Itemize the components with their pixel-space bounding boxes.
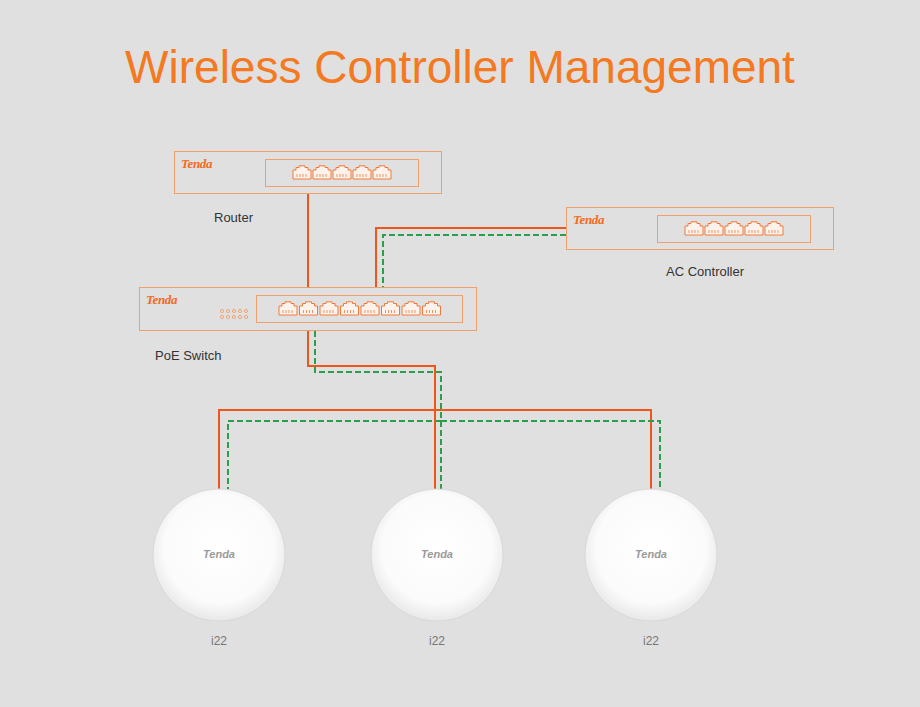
ethernet-wire bbox=[376, 228, 566, 287]
management-wire bbox=[228, 331, 441, 490]
ethernet-wire bbox=[308, 331, 651, 489]
network-link bbox=[308, 331, 441, 489]
ethernet-wire bbox=[308, 331, 435, 489]
management-wire bbox=[315, 331, 441, 489]
ethernet-wire bbox=[219, 331, 435, 489]
management-wire bbox=[315, 331, 660, 490]
network-link bbox=[219, 331, 441, 490]
device-label: PoE Switch bbox=[155, 348, 221, 363]
network-link bbox=[308, 194, 309, 287]
network-link bbox=[376, 228, 566, 287]
brand-logo: Tenda bbox=[584, 548, 718, 560]
ethernet-wire bbox=[307, 194, 309, 287]
controller-box: TendaAC Controller bbox=[566, 207, 834, 250]
network-link bbox=[308, 331, 660, 490]
port-panel bbox=[266, 160, 419, 187]
brand-logo: Tenda bbox=[152, 548, 286, 560]
device-label: AC Controller bbox=[666, 264, 744, 279]
access-point: Tendai22 bbox=[584, 488, 718, 622]
brand-logo: Tenda bbox=[181, 156, 212, 172]
device-label: i22 bbox=[370, 634, 504, 648]
port-panel bbox=[257, 296, 463, 323]
switch-box: TendaPoE Switch bbox=[139, 287, 477, 331]
management-wire bbox=[383, 235, 566, 287]
device-label: i22 bbox=[584, 634, 718, 648]
diagram-title: Wireless Controller Management bbox=[0, 40, 920, 94]
device-label: i22 bbox=[152, 634, 286, 648]
brand-logo: Tenda bbox=[370, 548, 504, 560]
device-label: Router bbox=[214, 210, 253, 225]
status-leds bbox=[220, 309, 247, 318]
brand-logo: Tenda bbox=[146, 292, 177, 308]
access-point: Tendai22 bbox=[152, 488, 286, 622]
router-box: TendaRouter bbox=[174, 151, 442, 194]
access-point: Tendai22 bbox=[370, 488, 504, 622]
port-panel bbox=[658, 216, 811, 243]
brand-logo: Tenda bbox=[573, 212, 604, 228]
